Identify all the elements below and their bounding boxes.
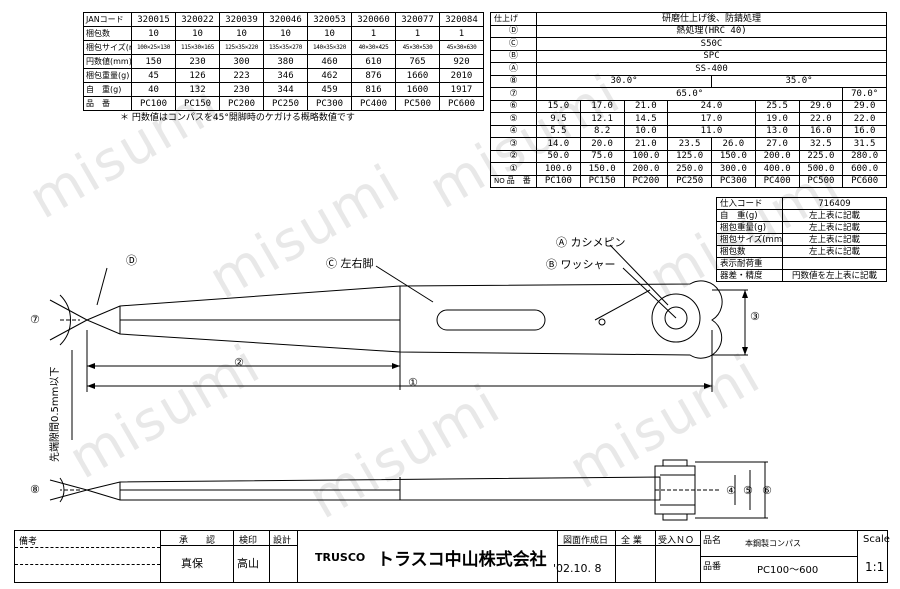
approver-name: 真保 [181, 557, 203, 570]
compass-side-outline [85, 476, 661, 501]
callout-b: Ⓑ ワッシャー [546, 258, 616, 271]
spec-value: 円数値を左上表に記載 [782, 269, 887, 282]
compass-drawing [49, 244, 768, 521]
table-cell: 600.0 [842, 162, 888, 176]
table-cell: 2010 [439, 68, 484, 83]
scale-label: Scale [863, 534, 890, 545]
part-number-cell: PC500 [798, 174, 844, 188]
part-label: 品 番 [506, 176, 531, 186]
table-cell: PC500 [395, 96, 440, 111]
table-row: 表示耐荷重 [716, 257, 887, 270]
no-label: NO [494, 177, 505, 186]
drawing-date-label: 図面作成日 [563, 536, 609, 546]
part-number-cell: PC300 [711, 174, 756, 188]
zenkan-label: 全 業 [621, 536, 642, 546]
part-no: PC100～600 [757, 565, 819, 576]
table-cell: PC100 [131, 96, 176, 111]
tip-gap-note: 先端隙間0.5mm以下 [50, 366, 61, 462]
company-logo: TRUSCO [315, 551, 366, 564]
bikou-label: 備考 [19, 537, 38, 547]
callout-d: Ⓓ [126, 254, 137, 267]
scale-value: 1:1 [865, 560, 885, 574]
inspector-name: 高山 [237, 557, 259, 570]
dim-3-label: ③ [750, 310, 760, 323]
slot [436, 309, 546, 331]
compass-top-outline [85, 280, 723, 359]
product-name-label: 品名 [703, 536, 722, 546]
dim-5-label: ⑤ [743, 484, 753, 497]
spec-label: 器差・精度 [716, 269, 783, 282]
rivet-outer [651, 293, 701, 343]
approval-label: 承 認 [179, 536, 216, 546]
title-block: 備考 承 認 検印 設計 真保 高山 TRUSCO トラスコ中山株式会社 図面作… [14, 530, 890, 583]
design-label: 設計 [273, 536, 292, 546]
rivet-inner [664, 306, 688, 330]
note-text: ＊ 円数値はコンパスを45°開脚時のケガける概略数値です [120, 113, 355, 123]
part-number-cell: PC600 [842, 174, 888, 188]
ukeire-label: 受入ＮＯ [658, 536, 695, 546]
table-cell: PC600 [439, 96, 484, 111]
part-no-label: 品番 [703, 562, 722, 572]
product-name: 本鋼製コンパス [745, 539, 801, 548]
table-cell: PC150 [175, 96, 220, 111]
table-row: 器差・精度円数値を左上表に記載 [716, 269, 887, 282]
dim-4-label: ④ [726, 484, 736, 497]
callout-a: Ⓐ カシメピン [556, 236, 626, 249]
callout-c: Ⓒ 左右脚 [326, 257, 374, 270]
table-cell: PC400 [351, 96, 396, 111]
inspection-label: 検印 [239, 536, 258, 546]
table-row: 自 重(g)左上表に記載 [716, 209, 887, 222]
table-cell: PC250 [263, 96, 308, 111]
dim-1-label: ① [408, 376, 418, 389]
dim-8-label: ⑧ [30, 483, 40, 496]
table-row: 梱包重量(g)左上表に記載 [716, 221, 887, 234]
dim-2-label: ② [234, 356, 244, 369]
part-number-cell: PC100 [536, 174, 581, 188]
dim-7-label: ⑦ [30, 313, 40, 326]
drawing-date: '02.10. 8 [553, 562, 602, 575]
company-name: トラスコ中山株式会社 [377, 550, 547, 570]
dim-6-label: ⑥ [762, 484, 772, 497]
